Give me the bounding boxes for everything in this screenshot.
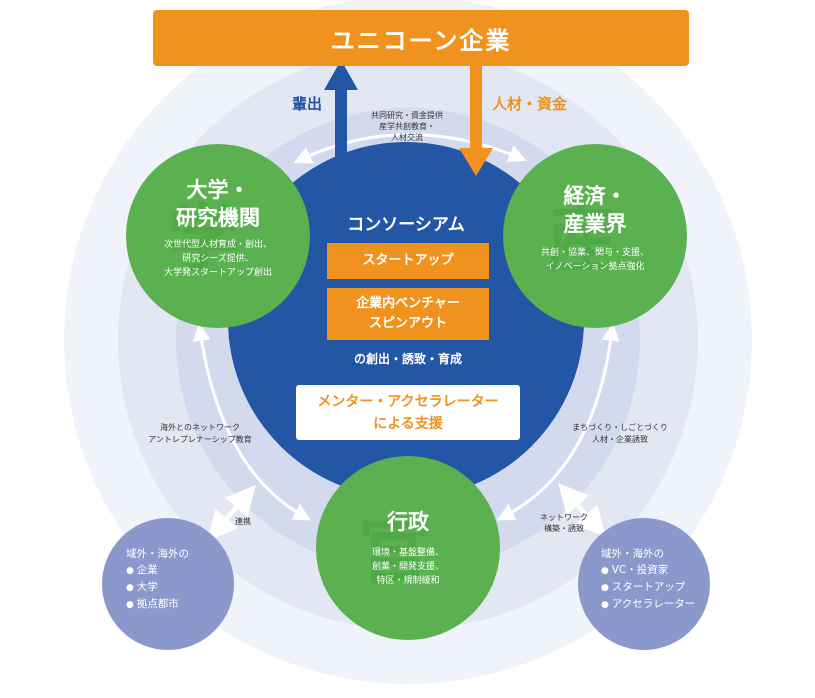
list-item: 企業 <box>126 562 226 579</box>
list-item: スタートアップ <box>601 579 711 596</box>
right-link-line: 構築・誘致 <box>544 524 584 533</box>
industry-title-line: 経済・ <box>563 184 627 208</box>
arrow-up-head <box>324 60 358 90</box>
industry-desc: 共創・協業、関与・支援、 イノベーション拠点強化 <box>525 246 665 274</box>
government-desc: 環境・基盤整備、 創業・開発支援、 特区・規制緩和 <box>340 546 476 588</box>
left-note-line: アントレプレナーシップ教育 <box>148 435 252 444</box>
top-note-line: 人材交流 <box>391 133 423 142</box>
top-note-line: 共同研究・資金提供 <box>371 111 443 120</box>
link-right <box>558 483 606 537</box>
outer-right-list: VC・投資家 スタートアップ アクセラレーター <box>601 562 711 613</box>
government-circle <box>316 456 500 640</box>
arc-top <box>293 133 527 164</box>
industry-bg-char: 産 <box>546 197 619 281</box>
list-item: VC・投資家 <box>601 562 711 579</box>
startup-box: スタートアップ <box>327 243 489 279</box>
arrow-right-label: 人材・資金 <box>492 95 568 113</box>
university-circle <box>126 144 310 328</box>
arc-right <box>496 322 620 521</box>
outer-left-list: 企業 大学 拠点都市 <box>126 562 226 613</box>
industry-title: 経済・ 産業界 <box>523 182 667 238</box>
link-left <box>207 484 256 542</box>
mentor-support-box: メンター・アクセラレーター による支援 <box>296 385 520 440</box>
left-note: 海外とのネットワーク アントレプレナーシップ教育 <box>140 422 260 446</box>
left-note-line: 海外とのネットワーク <box>160 423 240 432</box>
unicorn-banner: ユニコーン企業 <box>153 10 689 66</box>
university-bg-char: 学 <box>168 197 241 281</box>
outer-left-title: 域外・海外の <box>126 548 189 560</box>
arc-left <box>192 322 312 521</box>
list-item: アクセラレーター <box>601 596 711 613</box>
venture-box-line: 企業内ベンチャー <box>356 296 460 311</box>
arrow-up-shaft <box>335 86 347 172</box>
arrow-down-head <box>459 148 493 176</box>
right-note-line: まちづくり・しごとづくり <box>572 423 668 432</box>
outer-right-title: 域外・海外の <box>601 548 664 560</box>
mentor-support-line: による支援 <box>373 415 443 432</box>
government-bg-char: 官 <box>358 509 431 593</box>
government-desc-line: 特区・規制緩和 <box>376 576 440 586</box>
consortium-subtitle: の創出・誘致・育成 <box>353 352 462 366</box>
left-link-label: 連携 <box>235 517 251 526</box>
consortium-title: コンソーシアム <box>347 215 465 235</box>
right-link-line: ネットワーク <box>540 513 588 522</box>
venture-box: 企業内ベンチャー スピンアウト <box>327 288 489 340</box>
university-desc: 次世代型人材育成・創出、 研究シーズ提供、 大学発スタートアップ創出 <box>148 238 288 280</box>
right-note: まちづくり・しごとづくり 人材・企業誘致 <box>560 422 680 446</box>
university-title: 大学・ 研究機関 <box>146 176 290 232</box>
university-desc-line: 次世代型人材育成・創出、 <box>163 240 272 250</box>
university-desc-line: 大学発スタートアップ創出 <box>163 268 272 278</box>
mentor-support-line: メンター・アクセラレーター <box>317 393 499 410</box>
university-title-line: 研究機関 <box>176 206 260 230</box>
arrow-left-label: 輩出 <box>292 95 323 113</box>
university-desc-line: 研究シーズ提供、 <box>182 254 254 264</box>
list-item: 大学 <box>126 579 226 596</box>
outer-right-content: 域外・海外の VC・投資家 スタートアップ アクセラレーター <box>601 546 711 613</box>
right-link-label: ネットワーク 構築・誘致 <box>532 512 596 534</box>
industry-circle <box>503 144 687 328</box>
arrow-down-shaft <box>470 66 482 152</box>
top-note: 共同研究・資金提供 産学共創教育・ 人材交流 <box>352 110 462 143</box>
government-title: 行政 <box>387 510 429 534</box>
industry-title-line: 産業界 <box>563 212 627 236</box>
government-desc-line: 創業・開発支援、 <box>371 562 444 572</box>
industry-desc-line: イノベーション拠点強化 <box>545 262 645 272</box>
government-desc-line: 環境・基盤整備、 <box>371 548 444 558</box>
university-title-line: 大学・ <box>186 178 250 202</box>
venture-box-line: スピンアウト <box>368 316 447 331</box>
outer-left-content: 域外・海外の 企業 大学 拠点都市 <box>126 546 226 613</box>
top-note-line: 産学共創教育・ <box>379 122 435 131</box>
industry-desc-line: 共創・協業、関与・支援、 <box>540 248 649 258</box>
list-item: 拠点都市 <box>126 596 226 613</box>
right-note-line: 人材・企業誘致 <box>592 435 648 444</box>
